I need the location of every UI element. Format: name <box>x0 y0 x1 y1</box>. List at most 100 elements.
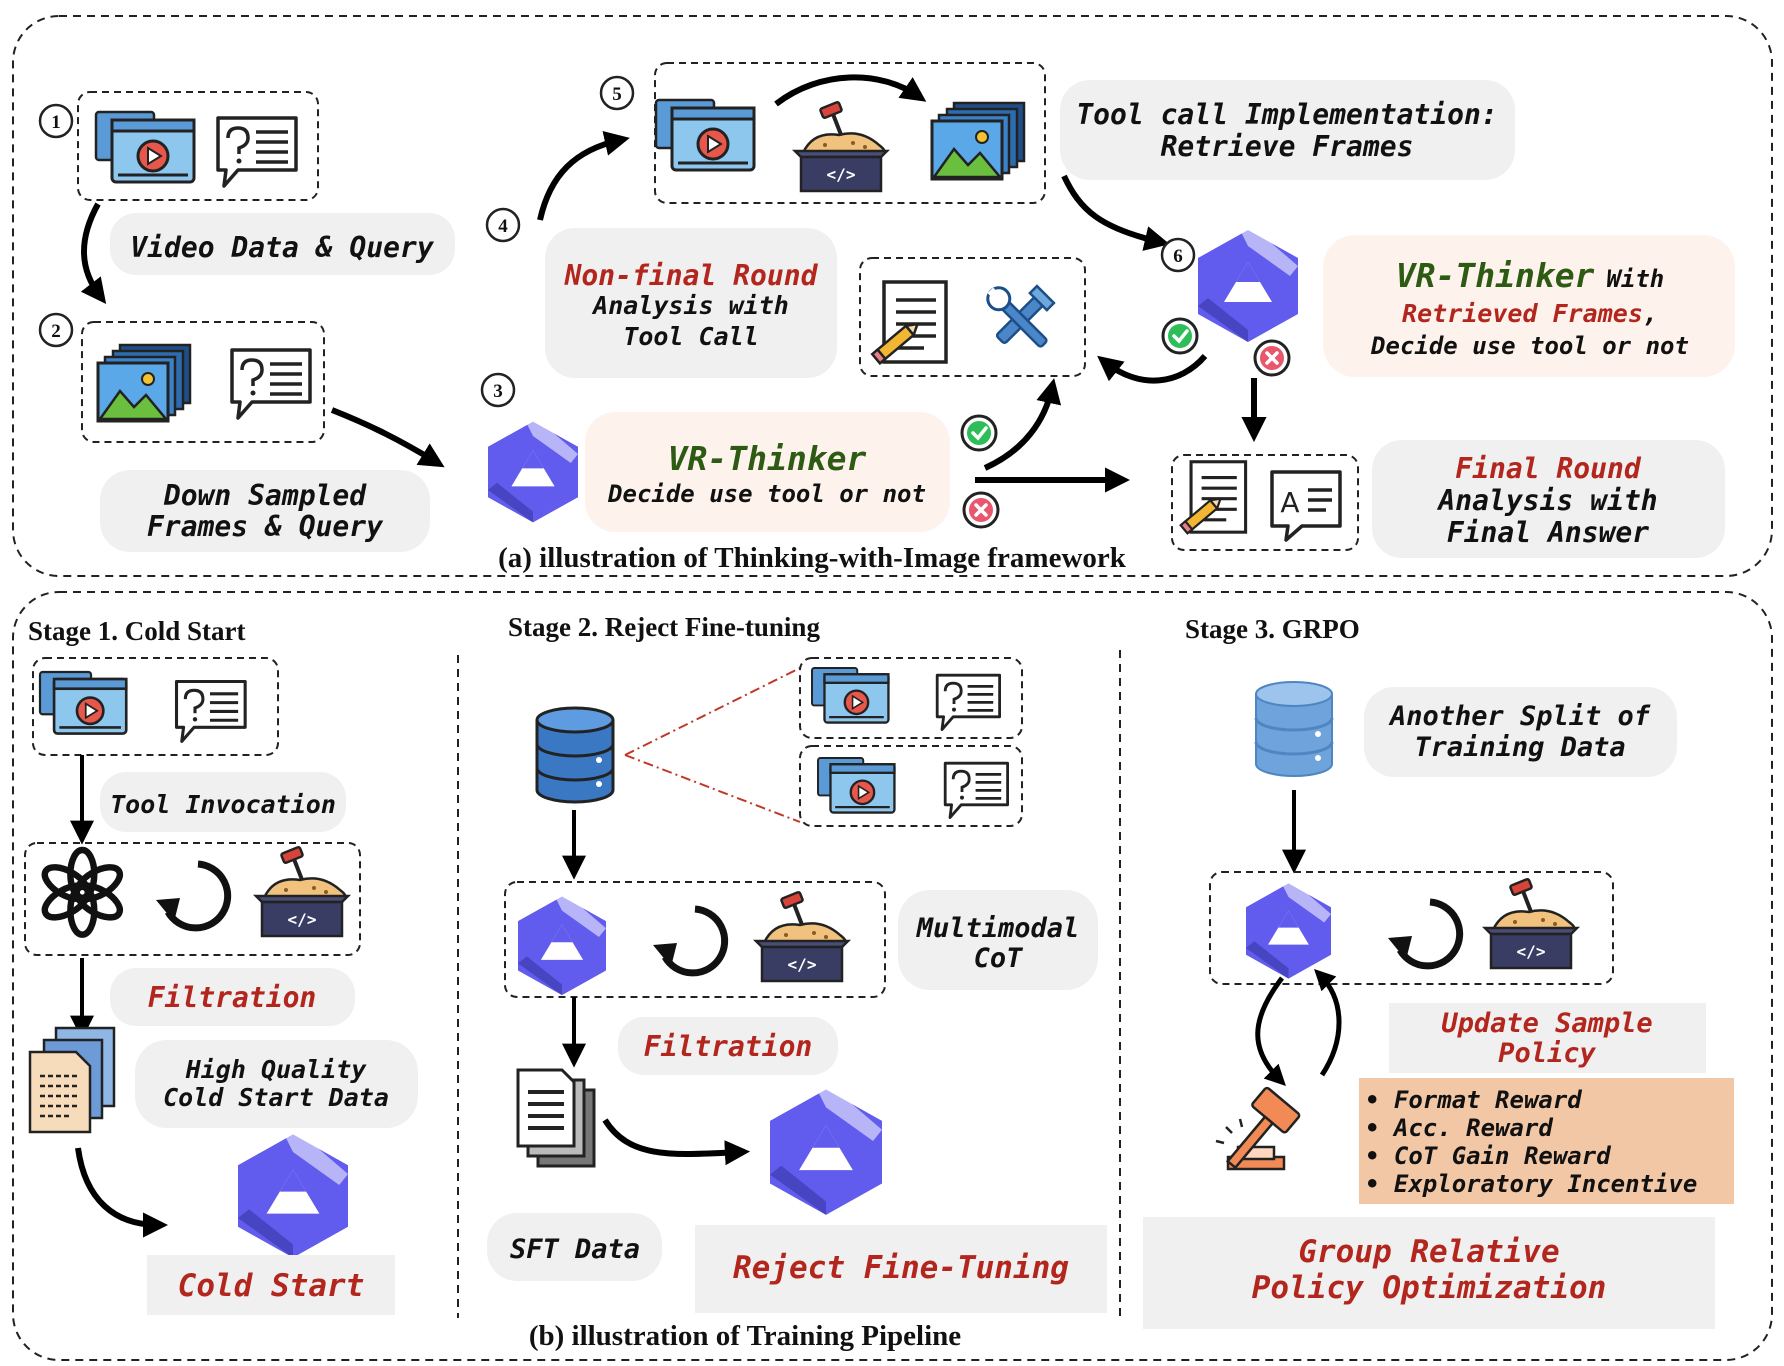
query-speech-bubble-icon <box>230 348 312 420</box>
step-number <box>38 103 74 139</box>
arrow <box>983 378 1062 471</box>
result-box <box>147 1255 395 1315</box>
openai-logo-icon <box>40 850 125 935</box>
label-box <box>1060 80 1515 180</box>
retrieved-frames-label: Retrieved Frames, <box>1402 299 1658 328</box>
step-number-label: 2 <box>51 321 61 342</box>
retrieved-frames-text: Retrieved Frames <box>1402 299 1643 328</box>
vr-thinker-label: VR-Thinker <box>668 439 867 478</box>
video-icon <box>810 666 890 724</box>
document-pencil-icon <box>1179 460 1248 535</box>
arrow <box>1061 174 1170 251</box>
qwen-logo-icon <box>1246 883 1331 979</box>
reward-item: • Exploratory Incentive <box>1365 1170 1697 1198</box>
final-round-label: Analysis with <box>1436 484 1657 517</box>
multimodal-label: CoT <box>974 943 1024 974</box>
qwen-logo-icon <box>518 896 606 996</box>
high-quality-label: Cold Start Data <box>163 1083 389 1112</box>
dash-dot-line <box>624 667 801 756</box>
final-round-label: Final Answer <box>1447 516 1649 549</box>
stage-1-title: Stage 1. Cold Start <box>28 616 246 646</box>
tool-invocation-label: Tool Invocation <box>110 790 336 819</box>
loop-arrow-icon <box>1388 902 1460 966</box>
video-data-query-label: Video Data & Query <box>130 231 435 264</box>
answer-bubble-icon <box>1270 470 1342 542</box>
wrench-screwdriver-icon <box>981 281 1056 354</box>
check-icon <box>960 414 998 452</box>
update-policy-label: Policy <box>1498 1038 1596 1069</box>
step-number-label: 3 <box>493 381 503 402</box>
step-number-label: 4 <box>498 216 508 237</box>
framework-panel <box>12 15 1773 577</box>
files-icon <box>28 1026 116 1134</box>
arrow <box>1314 969 1342 1077</box>
dashed-box <box>32 657 279 756</box>
arrow <box>774 74 927 107</box>
qwen-logo-icon <box>488 421 578 523</box>
step-number <box>599 75 635 111</box>
arrow <box>537 130 630 221</box>
dashed-box <box>799 745 1023 827</box>
pipeline-caption: (b) illustration of Training Pipeline <box>529 1320 961 1352</box>
cross-icon <box>1253 339 1291 377</box>
video-icon <box>38 670 128 735</box>
label-box <box>898 890 1098 990</box>
step-number-label: 5 <box>612 84 622 105</box>
comma: , <box>1643 299 1658 328</box>
high-quality-label: High Quality <box>185 1055 368 1084</box>
grpo-label: Policy Optimization <box>1252 1270 1607 1306</box>
label-box <box>545 228 837 378</box>
grpo-label: Group Relative <box>1298 1234 1559 1270</box>
reject-finetuning-label: Reject Fine-Tuning <box>733 1250 1069 1286</box>
check-icon <box>1161 317 1199 355</box>
sft-data-label: SFT Data <box>510 1234 640 1265</box>
code-sandbox-icon <box>1483 876 1579 970</box>
query-speech-bubble-icon <box>935 673 1001 731</box>
arrow <box>1097 353 1208 384</box>
dashed-box <box>24 842 361 956</box>
tool-call-impl-label: Retrieve Frames <box>1161 130 1414 163</box>
stage-3-title: Stage 3. GRPO <box>1185 614 1360 644</box>
step-number-label: 6 <box>1173 246 1183 267</box>
query-speech-bubble-icon <box>943 761 1009 819</box>
dashed-box <box>859 257 1086 377</box>
decide-tool-label: Decide use tool or not <box>607 480 926 508</box>
arrow <box>75 1147 169 1238</box>
label-box <box>135 1040 418 1128</box>
document-pencil-icon <box>870 280 948 366</box>
code-sandbox-icon <box>793 99 889 193</box>
label-box <box>100 470 430 552</box>
filtration-label: Filtration <box>644 1030 813 1063</box>
tool-call-impl-label: Tool call Implementation: <box>1076 98 1497 131</box>
stage-2-title: Stage 2. Reject Fine-tuning <box>508 612 820 642</box>
loop-arrow-icon <box>156 864 228 928</box>
label-box <box>100 772 346 832</box>
step-number-label: 1 <box>51 112 61 133</box>
image-frames-icon <box>930 101 1026 181</box>
label-box <box>585 412 950 532</box>
another-split-label: Training Data <box>1414 732 1625 763</box>
label-box <box>1364 687 1677 777</box>
rewards-box <box>1359 1078 1734 1204</box>
arrow <box>80 202 107 304</box>
dashed-box <box>504 881 886 998</box>
image-frames-icon <box>96 343 192 423</box>
label-box <box>1389 1003 1706 1073</box>
framework-caption: (a) illustration of Thinking-with-Image … <box>498 542 1127 574</box>
query-speech-bubble-icon <box>174 679 247 743</box>
pipeline-panel <box>12 591 1773 1361</box>
reward-item: • Format Reward <box>1365 1086 1582 1114</box>
another-split-label: Another Split of <box>1388 701 1651 732</box>
arrow <box>602 1118 751 1166</box>
label-box <box>618 1017 838 1075</box>
database-icon <box>1254 680 1334 778</box>
with-label: With <box>1606 265 1664 293</box>
label-box <box>1372 440 1725 558</box>
nonfinal-round-label: Analysis with <box>591 291 789 320</box>
step-2-input-group: 2 <box>38 312 325 443</box>
video-icon <box>94 110 196 184</box>
qwen-logo-icon <box>1198 230 1298 342</box>
result-box <box>1143 1217 1715 1329</box>
video-icon <box>816 756 896 814</box>
